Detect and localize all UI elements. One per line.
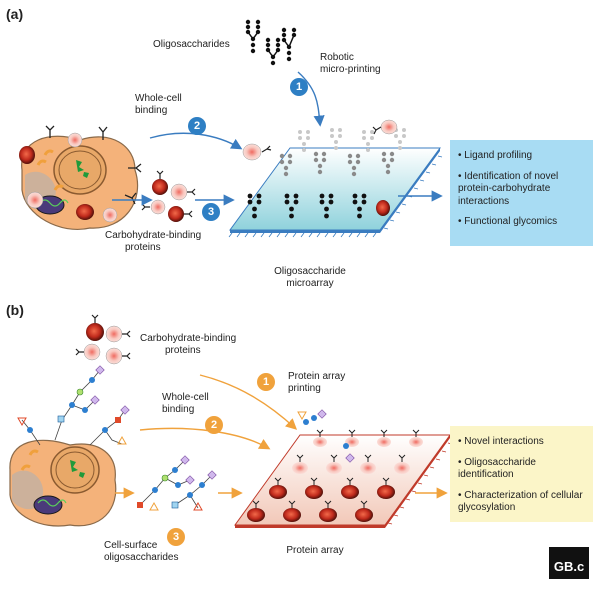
step-1-badge-b: 1	[257, 373, 275, 391]
outcome-a-1: • Ligand profiling	[458, 150, 533, 161]
wholecell-label-a-line1: Whole-cell	[135, 93, 182, 104]
step-3-badge-b: 3	[167, 528, 185, 546]
robotic-label-line2: micro-printing	[320, 64, 381, 75]
printing-label-line1: Protein array	[288, 371, 346, 382]
outcome-b-1: • Novel interactions	[458, 436, 544, 447]
journal-logo: GB.c	[549, 547, 589, 579]
free-glycans-b	[137, 455, 217, 511]
protein-array-label: Protein array	[286, 545, 344, 556]
step-2-badge-b: 2	[205, 416, 223, 434]
outcomes-box-a: • Ligand profiling • Identification of n…	[450, 140, 593, 246]
step-3-badge-a: 3	[202, 203, 220, 221]
wholecell-label-a-line2: binding	[135, 105, 168, 116]
wholecell-label-b-line1: Whole-cell	[162, 392, 209, 403]
oligosaccharide-icons	[245, 19, 297, 66]
cell-a-receptors	[45, 125, 142, 205]
outcome-a-2: • Identification of novel protein-carboh…	[458, 170, 559, 207]
cell-a-proteins	[19, 132, 118, 223]
outcome-b-2: • Oligosaccharide identification	[458, 456, 536, 481]
cell-b	[9, 439, 117, 527]
outcome-b-3-text: Characterization of cellular glycosylati…	[458, 489, 583, 514]
microarray-label-line2: microarray	[286, 278, 334, 289]
outcome-b-2-text: Oligosaccharide identification	[458, 456, 536, 481]
oligosaccharides-label: Oligosaccharides	[153, 39, 230, 50]
step-1-badge-a: 1	[290, 78, 308, 96]
cbp-label-b-line2: proteins	[165, 345, 201, 356]
protein-array	[234, 409, 453, 528]
outcome-a-3-text: Functional glycomics	[464, 216, 558, 227]
oligosaccharide-microarray	[228, 119, 443, 238]
outcome-b-1-text: Novel interactions	[464, 436, 544, 447]
panel-b-letter: (b)	[6, 302, 24, 318]
step-2-badge-a: 2	[188, 117, 206, 135]
wholecell-label-b-line2: binding	[162, 404, 195, 415]
outcomes-box-b: • Novel interactions • Oligosaccharide i…	[450, 426, 593, 522]
panel-a-letter: (a)	[6, 6, 24, 22]
surface-label-line2: oligosaccharides	[104, 552, 179, 563]
cbp-group-a	[141, 170, 196, 222]
robotic-label-line1: Robotic	[320, 52, 354, 63]
cbp-label-a-line2: proteins	[125, 242, 161, 253]
printing-label-line2: printing	[288, 383, 321, 394]
outcome-a-3: • Functional glycomics	[458, 216, 558, 227]
microarray-label-line1: Oligosaccharide	[274, 266, 346, 277]
outcome-a-2-text: Identification of novel protein-carbohyd…	[458, 170, 559, 207]
cbp-label-b-line1: Carbohydrate-binding	[140, 333, 237, 344]
outcome-b-3: • Characterization of cellular glycosyla…	[458, 489, 583, 514]
cbp-label-a-line1: Carbohydrate-binding	[105, 230, 202, 241]
cell-a	[21, 135, 139, 230]
surface-label-line1: Cell-surface	[104, 540, 158, 551]
cbp-group-b	[75, 314, 131, 365]
outcome-a-1-text: Ligand profiling	[464, 150, 533, 161]
cell-b-glycans	[17, 365, 130, 446]
